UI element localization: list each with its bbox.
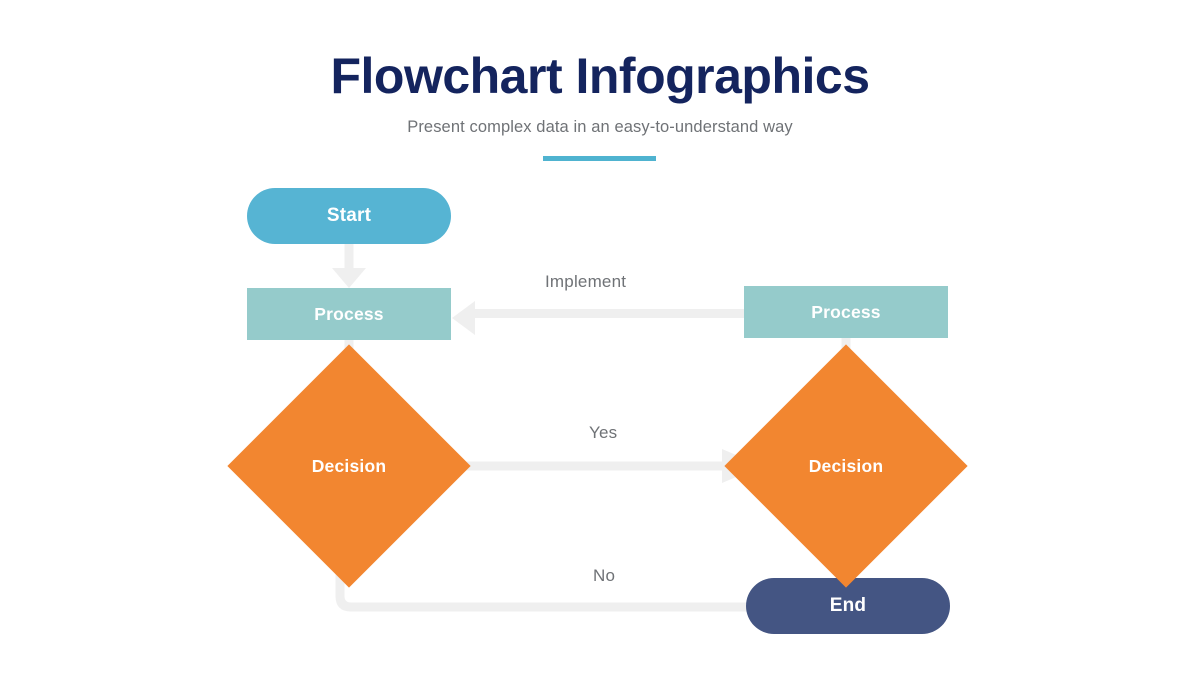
node-process-right-label: Process	[811, 301, 881, 322]
node-process-left-label: Process	[314, 303, 384, 324]
node-decision-right[interactable]: Decision	[724, 344, 968, 588]
node-end-label: End	[829, 595, 867, 616]
connector-implement	[452, 301, 846, 335]
node-process-left[interactable]: Process	[247, 288, 451, 340]
node-start-label: Start	[326, 205, 372, 226]
accent-underline	[543, 156, 656, 161]
header: Flowchart Infographics Present complex d…	[0, 48, 1200, 137]
node-decision-left[interactable]: Decision	[227, 344, 471, 588]
connector-yes	[437, 449, 762, 483]
edge-label-implement: Implement	[545, 272, 627, 291]
page-title: Flowchart Infographics	[330, 48, 870, 104]
edge-label-no: No	[593, 566, 616, 585]
diamond-shape-icon	[724, 344, 968, 588]
page-subtitle: Present complex data in an easy-to-under…	[407, 118, 793, 136]
connector-no	[335, 552, 752, 612]
connector-start-to-process	[332, 244, 366, 288]
edge-label-yes: Yes	[589, 423, 618, 442]
node-end[interactable]: End	[746, 578, 950, 634]
node-process-right[interactable]: Process	[744, 286, 948, 338]
diamond-shape-icon	[227, 344, 471, 588]
node-start[interactable]: Start	[247, 188, 451, 244]
